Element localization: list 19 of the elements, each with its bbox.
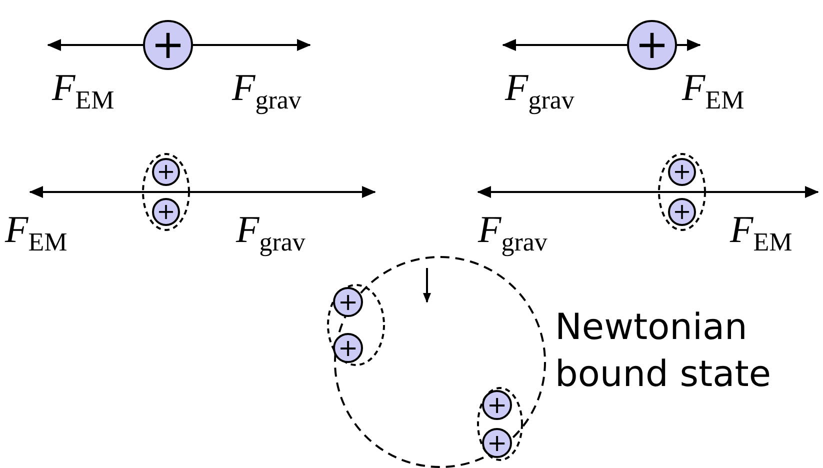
charge-circle: +	[152, 158, 180, 186]
charge-circle: +	[482, 428, 512, 458]
force-label: F$_{EM}$	[5, 210, 68, 258]
force-label: F$_{grav}$	[505, 68, 574, 116]
charge-circle: +	[143, 20, 193, 70]
charge-circle: +	[152, 198, 180, 226]
charge-circle: +	[627, 20, 677, 70]
charge-circle: +	[668, 198, 696, 226]
charge-circle: +	[333, 333, 363, 363]
force-label: F$_{EM}$	[730, 210, 792, 258]
force-label: F$_{grav}$	[478, 210, 548, 258]
charge-circle: +	[333, 287, 363, 317]
force-label: F$_{grav}$	[232, 68, 302, 116]
force-label: F$_{EM}$	[682, 68, 744, 116]
force-label: F$_{grav}$	[236, 210, 306, 258]
charge-circle: +	[482, 390, 512, 420]
charge-circle: +	[668, 158, 696, 186]
force-label: F$_{EM}$	[52, 68, 114, 116]
caption-text: Newtonian bound state	[555, 306, 772, 397]
